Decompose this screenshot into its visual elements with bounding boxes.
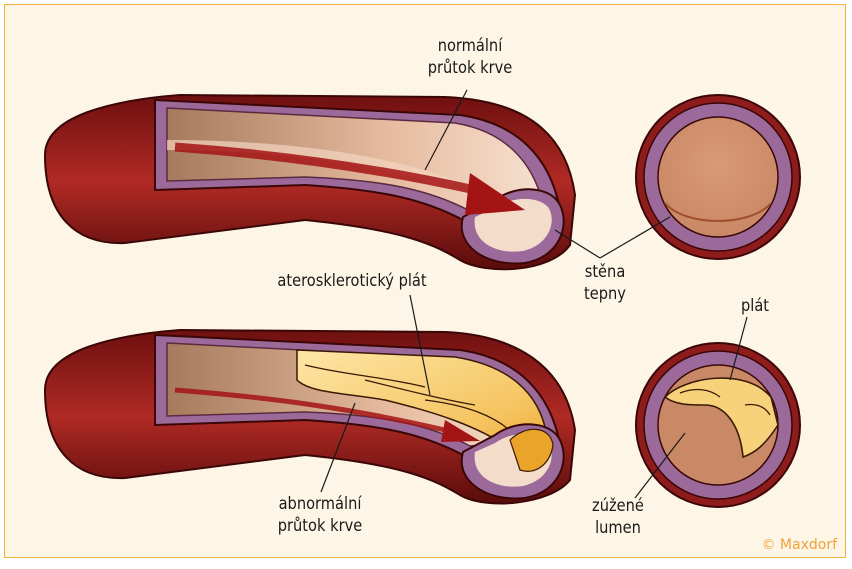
narrowed-lumen-label: zúžené lumen bbox=[579, 495, 656, 539]
normal-flow-label-line1: normální bbox=[418, 35, 521, 57]
diseased-artery bbox=[45, 330, 575, 503]
artery-wall-label-line1: stěna bbox=[575, 261, 635, 283]
narrowed-cross-section bbox=[636, 343, 800, 507]
copyright-notice: © Maxdorf bbox=[761, 537, 837, 553]
diagram-frame: normální průtok krve stěna tepny aterosk… bbox=[4, 4, 846, 558]
narrowed-lumen-label-line1: zúžené bbox=[579, 495, 656, 517]
abnormal-flow-label-line1: abnormální bbox=[268, 493, 371, 515]
artery-wall-label-line2: tepny bbox=[575, 283, 635, 305]
normal-cross-section bbox=[636, 95, 800, 259]
artery-wall-label: stěna tepny bbox=[575, 261, 635, 305]
normal-flow-label-line2: průtok krve bbox=[418, 57, 521, 79]
atherosclerotic-plaque-label: aterosklerotický plát bbox=[266, 270, 438, 292]
abnormal-flow-label-line2: průtok krve bbox=[268, 515, 371, 537]
normal-flow-label: normální průtok krve bbox=[418, 35, 521, 79]
normal-artery bbox=[45, 95, 575, 269]
plaque-label: plát bbox=[738, 295, 772, 317]
narrowed-lumen-label-line2: lumen bbox=[579, 517, 656, 539]
abnormal-flow-label: abnormální průtok krve bbox=[268, 493, 371, 537]
